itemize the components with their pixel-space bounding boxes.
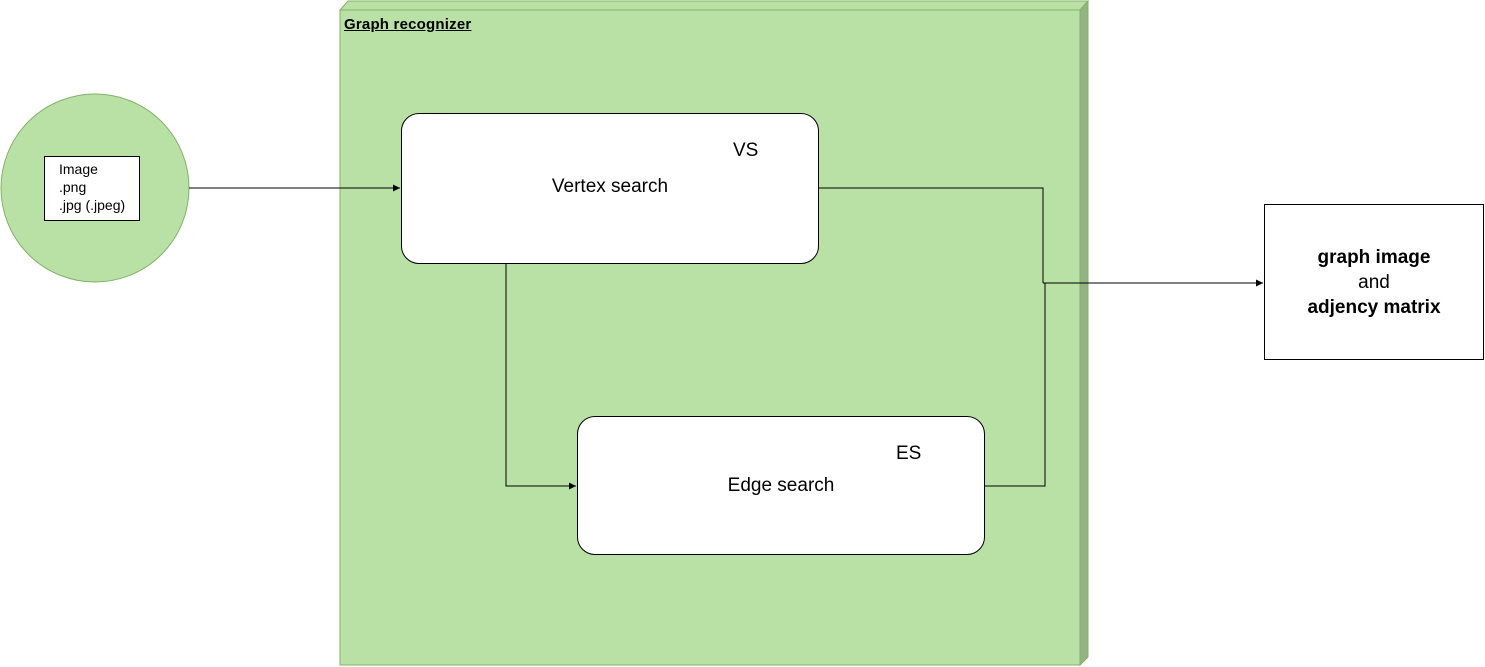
vertex-search-label: Vertex search — [551, 176, 669, 197]
edge-search-label: Edge search — [727, 475, 835, 496]
input-line-image: Image — [59, 161, 98, 177]
input-file-types: Image .png .jpg (.jpeg) — [44, 156, 140, 221]
line-vertex-search-to-junction — [819, 187, 1044, 283]
arrow-vertex-to-edge-search — [505, 264, 576, 490]
container-side-face — [1079, 0, 1089, 667]
line-edge-search-to-junction — [985, 283, 1046, 487]
input-line-png: .png — [59, 179, 87, 195]
connectors — [189, 184, 1263, 490]
output-line-graph-image: graph image — [1317, 247, 1431, 268]
edge-search-abbr: ES — [896, 443, 922, 464]
output-line-adjency-matrix: adjency matrix — [1307, 297, 1441, 318]
vertex-search-box[interactable]: VS Vertex search — [401, 113, 819, 264]
container-front-face — [339, 9, 1081, 666]
output-line-and: and — [1358, 272, 1390, 293]
container-top-face — [338, 0, 1090, 11]
graph-recognizer-container[interactable] — [338, 0, 1090, 667]
container-title: Graph recognizer — [344, 16, 472, 33]
edge-search-box[interactable]: ES Edge search — [577, 416, 985, 555]
input-line-jpg: .jpg (.jpeg) — [59, 197, 126, 213]
vertex-search-abbr: VS — [733, 140, 759, 161]
output-box[interactable]: graph image and adjency matrix — [1264, 204, 1484, 360]
